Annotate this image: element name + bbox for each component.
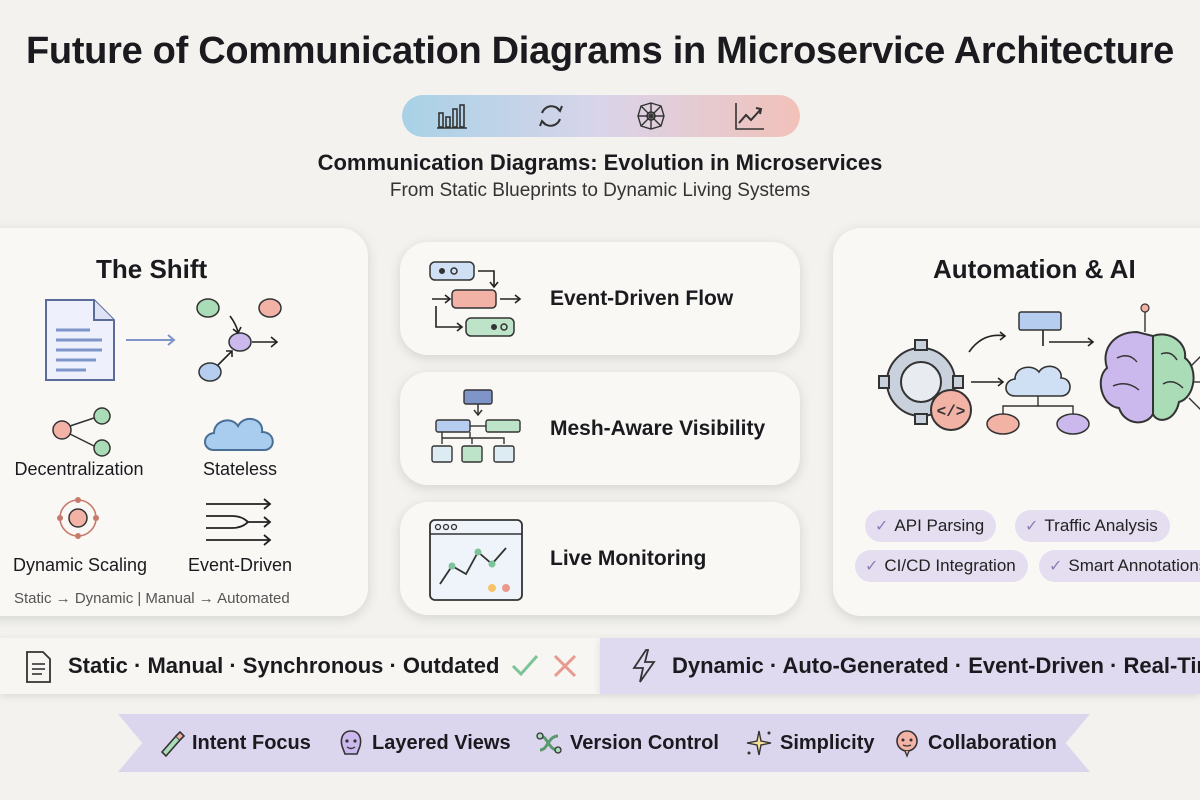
branch-icon bbox=[536, 732, 562, 754]
event-flow-icon bbox=[429, 261, 522, 337]
ribbon-item-intent-focus: Intent Focus bbox=[156, 714, 311, 772]
check-icon: ✓ bbox=[875, 518, 889, 535]
brain-icon bbox=[1099, 330, 1195, 424]
icon-strip bbox=[402, 95, 800, 137]
bar-chart-icon bbox=[436, 104, 467, 129]
automation-ai-card: Automation & AI </> bbox=[833, 228, 1200, 616]
tagline: From Static Blueprints to Dynamic Living… bbox=[389, 180, 811, 201]
check-mark-icon bbox=[511, 655, 539, 677]
comparison-new-text: Dynamic · Auto-Generated · Event-Driven … bbox=[672, 653, 1200, 678]
code-icon bbox=[930, 389, 972, 431]
shift-title: The Shift bbox=[96, 254, 208, 284]
lightning-icon bbox=[632, 649, 656, 683]
chip-api-parsing: ✓API Parsing bbox=[865, 510, 997, 542]
feature-card-mesh-aware-visibility: Mesh-Aware Visibility bbox=[400, 372, 800, 485]
principles-ribbon bbox=[118, 714, 1090, 772]
dashboard-chart-icon bbox=[429, 519, 523, 601]
sparkle-icon bbox=[746, 730, 772, 756]
parallel-arrows-icon bbox=[206, 498, 272, 546]
comparison-new: Dynamic · Auto-Generated · Event-Driven … bbox=[600, 638, 1200, 694]
ribbon-item-version-control: Version Control bbox=[534, 714, 719, 772]
orbit-node-icon bbox=[57, 497, 99, 539]
network-mesh-icon bbox=[637, 102, 665, 130]
trend-up-icon bbox=[735, 103, 765, 130]
chip-traffic-analysis: ✓Traffic Analysis bbox=[1015, 510, 1170, 542]
chip-smart-annotations: ✓Smart Annotations bbox=[1039, 550, 1200, 582]
shift-item-stateless: Stateless bbox=[202, 459, 278, 479]
ribbon-item-layered-views: Layered Views bbox=[336, 714, 511, 772]
comparison-old: Static · Manual · Synchronous · Outdated bbox=[0, 638, 600, 694]
shift-card: The Shift Decentralization Stateless bbox=[0, 228, 368, 616]
feature-card-event-driven-flow: Event-Driven Flow bbox=[400, 242, 800, 355]
ribbon-item-collaboration: Collaboration bbox=[892, 714, 1057, 772]
shift-item-dynamic-scaling: Dynamic Scaling bbox=[12, 555, 148, 575]
chip-cicd-integration: ✓CI/CD Integration bbox=[855, 550, 1028, 582]
diagram-subtitle: Communication Diagrams: Evolution in Mic… bbox=[317, 150, 883, 175]
page-title: Future of Communication Diagrams in Micr… bbox=[26, 30, 1174, 72]
hierarchy-icon bbox=[431, 389, 521, 463]
cloud-icon bbox=[204, 417, 274, 451]
feature-label: Mesh-Aware Visibility bbox=[550, 416, 766, 440]
document-icon bbox=[26, 651, 51, 683]
automation-title: Automation & AI bbox=[933, 254, 1136, 284]
comparison-old-text: Static · Manual · Synchronous · Outdated bbox=[68, 653, 500, 678]
svg-text:</>: </> bbox=[937, 403, 966, 421]
cross-mark-icon bbox=[553, 654, 577, 678]
share-nodes-icon bbox=[52, 407, 111, 457]
shift-footer: Static → Dynamic | Manual → Automated bbox=[14, 590, 290, 607]
layers-face-icon bbox=[340, 730, 362, 755]
feature-label: Event-Driven Flow bbox=[550, 286, 734, 310]
shift-item-decentralization: Decentralization bbox=[14, 459, 144, 479]
feature-label: Live Monitoring bbox=[550, 546, 707, 570]
automation-pipeline-icon: </> bbox=[878, 303, 1200, 435]
check-icon: ✓ bbox=[865, 558, 879, 575]
feature-card-live-monitoring: Live Monitoring bbox=[400, 502, 800, 615]
pen-icon bbox=[160, 730, 186, 758]
check-icon: ✓ bbox=[1049, 558, 1063, 575]
ribbon-item-simplicity: Simplicity bbox=[744, 714, 874, 772]
refresh-cycle-icon bbox=[539, 105, 564, 127]
document-to-graph-icon bbox=[45, 298, 282, 382]
shift-item-event-driven: Event-Driven bbox=[187, 555, 293, 575]
check-icon: ✓ bbox=[1025, 518, 1039, 535]
chat-face-icon bbox=[896, 730, 918, 758]
